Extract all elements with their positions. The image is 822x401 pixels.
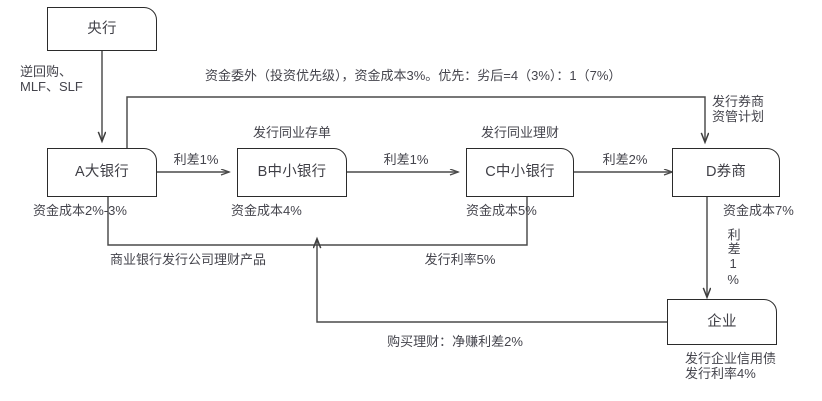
label-spread-d-enterprise: 利差1% [725,228,741,288]
label-issue-interbank-wmp: 发行同业理财 [480,125,560,140]
node-central-bank-label: 央行 [87,20,117,37]
label-buy-wmp-net-spread: 购买理财：净赚利差2% [387,334,523,349]
node-bank-a[interactable]: A大银行 [47,148,157,197]
label-issue-rate-5: 发行利率5% [424,252,496,267]
edge-banka-to-bankb-wmp [107,197,317,246]
edge-enterprise-to-bankb-buywmp [317,239,667,323]
node-bank-a-label: A大银行 [75,164,129,181]
label-cost-bank-a: 资金成本2%-3% [33,203,127,218]
edge-banka-to-brokerd-outsourcing [126,96,705,148]
label-cost-bank-b: 资金成本4% [231,203,302,218]
node-central-bank[interactable]: 央行 [47,7,157,51]
label-cost-broker-d: 资金成本7% [723,203,794,218]
label-spread-b-c: 利差1% [383,152,429,167]
node-enterprise-label: 企业 [707,313,737,330]
label-enterprise-credit-bond: 发行企业信用债 发行利率4% [685,351,777,382]
node-enterprise[interactable]: 企业 [667,299,777,345]
label-issue-broker-asset-plan: 发行券商 资管计划 [712,94,765,125]
label-entrusted-outsourcing: 资金委外（投资优先级），资金成本3%。优先：劣后=4（3%）：1（7%） [205,68,622,83]
label-cost-bank-c: 资金成本5% [466,203,537,218]
label-spread-a-b: 利差1% [173,152,219,167]
label-reverse-repo-mlf-slf: 逆回购、 MLF、SLF [20,64,83,95]
node-bank-c-label: C中小银行 [485,164,555,181]
label-issue-interbank-cd: 发行同业存单 [252,125,332,140]
node-broker-d[interactable]: D券商 [672,148,780,197]
node-bank-c[interactable]: C中小银行 [466,148,574,197]
node-broker-d-label: D券商 [705,164,747,181]
node-bank-b[interactable]: B中小银行 [237,148,347,197]
label-commercial-bank-corporate-wmp: 商业银行发行公司理财产品 [110,252,267,267]
node-bank-b-label: B中小银行 [257,164,327,181]
label-spread-c-d: 利差2% [602,152,648,167]
edge-bankc-to-bankb-rate [317,197,528,246]
